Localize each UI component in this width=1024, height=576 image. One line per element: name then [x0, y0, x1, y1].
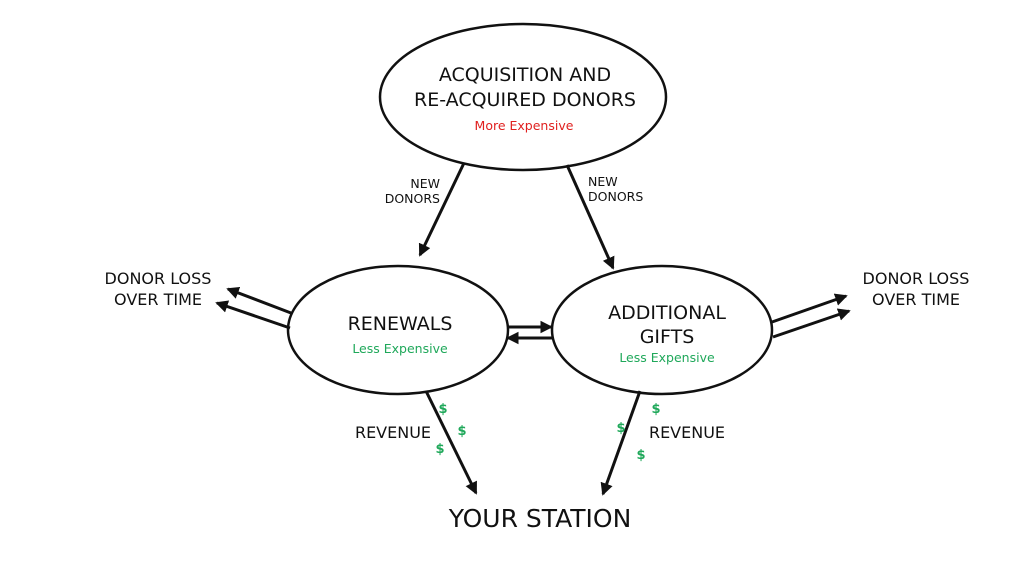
acquisition-title-line2: RE-ACQUIRED DONORS: [414, 89, 636, 111]
dollar-sign-icon: $: [616, 421, 625, 436]
additional-gifts-title-line1: ADDITIONAL: [608, 302, 726, 324]
donor-loss-label-left-line1: DONOR LOSS: [105, 269, 212, 288]
station-label: YOUR STATION: [448, 504, 632, 533]
dollar-sign-icon: $: [651, 402, 660, 417]
donor-loss-arrow-right-1: [771, 293, 848, 324]
dollar-sign-icon: $: [435, 442, 444, 457]
revenue-arrow-right: [600, 390, 642, 496]
new-donors-arrow-right: [565, 164, 615, 270]
revenue-label-right: REVENUE: [649, 423, 725, 442]
renewals-cost-note: Less Expensive: [352, 341, 448, 356]
donor-loss-arrow-right-2: [772, 308, 851, 339]
new-donors-label-left-line2: DONORS: [385, 191, 440, 206]
renewals-title: RENEWALS: [348, 313, 453, 335]
revenue-label-left: REVENUE: [355, 423, 431, 442]
renewals-ellipse: [286, 264, 510, 396]
new-donors-label-left-line1: NEW: [410, 176, 440, 191]
additional-gifts-cost-note: Less Expensive: [619, 350, 715, 365]
acquisition-cost-note: More Expensive: [475, 118, 574, 133]
donor-loss-label-right-line2: OVER TIME: [872, 290, 960, 309]
donor-loss-label-left-line2: OVER TIME: [114, 290, 202, 309]
new-donors-label-right-line1: NEW: [588, 174, 618, 189]
donor-loss-arrow-left-1: [226, 286, 292, 315]
revenue-arrow-left: [424, 390, 478, 495]
donor-loss-arrow-left-2: [215, 300, 291, 330]
dollar-sign-icon: $: [457, 424, 466, 439]
new-donors-arrow-left: [418, 162, 466, 257]
new-donors-label-right-line2: DONORS: [588, 189, 643, 204]
dollar-sign-icon: $: [438, 402, 447, 417]
additional-gifts-title-line2: GIFTS: [640, 326, 695, 348]
acquisition-ellipse: [378, 22, 668, 172]
donor-loss-label-right-line1: DONOR LOSS: [863, 269, 970, 288]
dollar-sign-icon: $: [636, 448, 645, 463]
acquisition-title-line1: ACQUISITION AND: [439, 64, 611, 86]
